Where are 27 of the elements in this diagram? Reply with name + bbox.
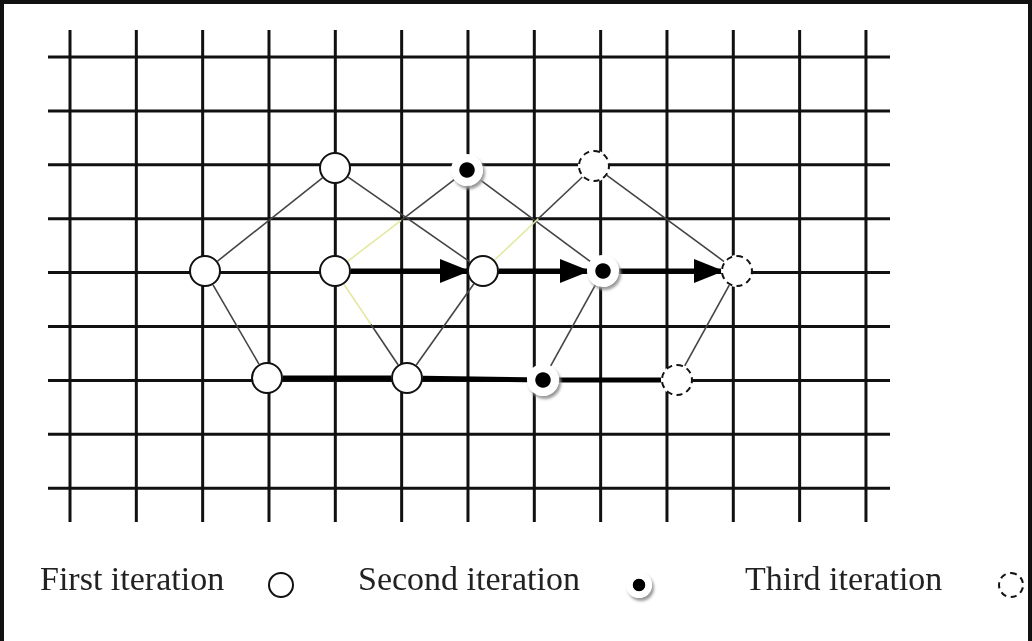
- connector-line: [422, 375, 528, 383]
- dot-circle-node: [451, 154, 483, 186]
- connector-line: [606, 174, 725, 263]
- connector-line: [216, 177, 324, 262]
- open-circle-node: [251, 362, 283, 394]
- open-circle-node: [189, 255, 221, 287]
- dashed-circle-node: [661, 364, 693, 396]
- connector-line: [549, 284, 597, 367]
- connector-line: [559, 377, 661, 383]
- connector-line: [283, 375, 391, 381]
- open-circle-node: [319, 152, 351, 184]
- open-circle-node: [319, 255, 351, 287]
- legend-label: Second iteration: [358, 560, 580, 598]
- dashed-circle-node: [578, 150, 610, 182]
- dot-circle-node: [587, 255, 619, 287]
- open-circle-node: [467, 255, 499, 287]
- connector-line: [493, 176, 584, 261]
- legend-label: Third iteration: [745, 560, 943, 598]
- dot-circle-node: [527, 364, 559, 396]
- open-circle-node: [391, 362, 423, 394]
- connector-line: [343, 283, 399, 366]
- connector-line: [479, 178, 591, 263]
- connector-line: [415, 283, 475, 366]
- legend-label: First iteration: [40, 560, 225, 598]
- connector-line: [683, 284, 731, 367]
- dashed-circle-node: [721, 255, 753, 287]
- connector-line: [212, 284, 260, 365]
